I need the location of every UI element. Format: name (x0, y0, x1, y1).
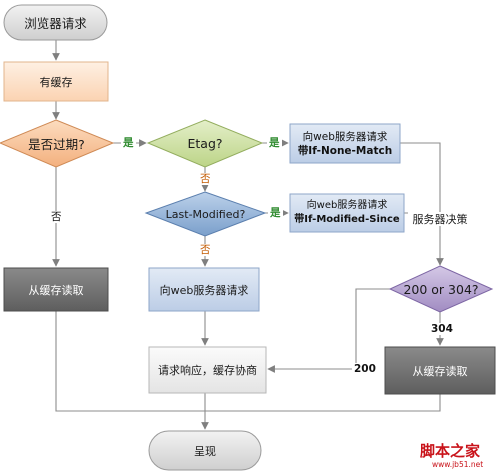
request-if-modified-since-line2: 带If-Modified-Since (294, 214, 400, 225)
edge-label-expired-yes: 是 (121, 137, 136, 149)
edge-label-etag-no: 否 (198, 173, 213, 185)
has-cache-box (3, 61, 109, 102)
edge-label-304: 304 (429, 323, 455, 335)
has-cache-label: 有缓存 (39, 75, 73, 89)
watermark-url: www.jb51.net (432, 460, 484, 469)
edge-readcache-right-join (205, 394, 441, 412)
response-negotiate-box (148, 346, 267, 394)
read-cache-left-label: 从缓存读取 (28, 283, 84, 297)
response-negotiate-label: 请求响应，缓存协商 (158, 364, 257, 377)
last-modified-label: Last-Modified? (165, 207, 246, 221)
request-server-label: 向web服务器请求 (159, 283, 249, 297)
edge-label-expired-no: 否 (49, 211, 64, 223)
request-server-box (148, 267, 260, 312)
request-if-modified-since-box (289, 193, 405, 233)
present-terminal (148, 430, 262, 471)
watermark-logo: 脚本之家 (420, 442, 481, 460)
edge-label-200: 200 (352, 363, 378, 375)
request-if-none-match-box (289, 123, 401, 164)
request-if-none-match-label: 向web服务器请求 带If-None-Match (290, 124, 400, 163)
read-cache-left-box (3, 267, 109, 312)
edge-status-200 (267, 288, 390, 373)
browser-request-terminal (3, 4, 108, 41)
edge-label-lastmod-no: 否 (198, 244, 213, 256)
request-if-modified-since-line1: 向web服务器请求 (306, 200, 388, 211)
edge-label-etag-yes: 是 (267, 137, 282, 149)
request-if-modified-since-label: 向web服务器请求 带If-Modified-Since (290, 194, 404, 232)
expired-diamond (0, 119, 115, 168)
request-if-none-match-line1: 向web服务器请求 (302, 130, 388, 143)
edge-label-lastmod-yes: 是 (268, 207, 283, 219)
status-diamond (388, 265, 494, 313)
edge-readcache-left-join (55, 311, 205, 412)
browser-request-label: 浏览器请求 (24, 16, 87, 31)
edge-ifnonematch-to-status (400, 142, 444, 266)
read-cache-right-box (384, 346, 496, 395)
status-label: 200 or 304? (403, 281, 479, 297)
request-if-none-match-line2: 带If-None-Match (297, 144, 393, 157)
etag-diamond (146, 119, 264, 168)
expired-label: 是否过期? (28, 137, 85, 152)
read-cache-right-label: 从缓存读取 (412, 364, 468, 378)
present-label: 呈现 (194, 444, 216, 458)
last-modified-diamond (144, 191, 267, 237)
etag-label: Etag? (187, 136, 223, 151)
server-decision-label: 服务器决策 (408, 212, 472, 226)
